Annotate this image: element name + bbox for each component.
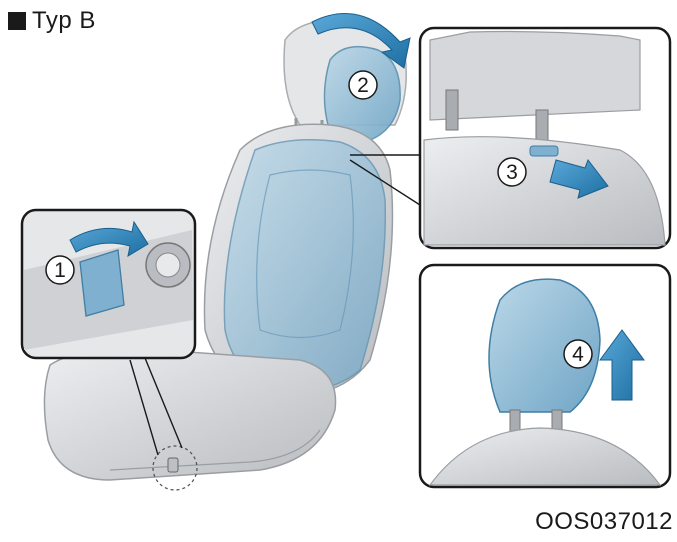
press-arrow-icon [549, 158, 609, 199]
lever-location-circle [152, 445, 198, 491]
headrest-lifted [488, 278, 601, 413]
panel-lift-headrest: 4 [418, 263, 672, 489]
step-4-label: 4 [572, 343, 584, 366]
lift-arrow-icon [599, 329, 645, 401]
step-3-badge [497, 157, 527, 187]
step-2-label: 2 [357, 74, 369, 97]
release-button [529, 145, 559, 157]
step-1-label: 1 [54, 259, 66, 282]
diagram-heading: Typ B [8, 6, 96, 36]
heading-text: Typ B [32, 7, 96, 34]
panel-lever: 1 [20, 208, 197, 360]
seat-cushion [43, 348, 337, 481]
step-2-badge [348, 70, 378, 100]
lever-arrow-icon [69, 220, 149, 258]
backrest-highlight [223, 139, 387, 392]
tilt-arrow-icon [311, 13, 411, 69]
panel-release-button: 3 [418, 26, 672, 250]
step-1-badge [45, 255, 75, 285]
main-seat [43, 19, 421, 491]
figure-code: OOS037012 [535, 508, 673, 535]
step-4-badge [563, 339, 593, 369]
heading-square-icon [8, 12, 26, 30]
step-3-label: 3 [506, 161, 518, 184]
recline-lever [79, 249, 125, 317]
